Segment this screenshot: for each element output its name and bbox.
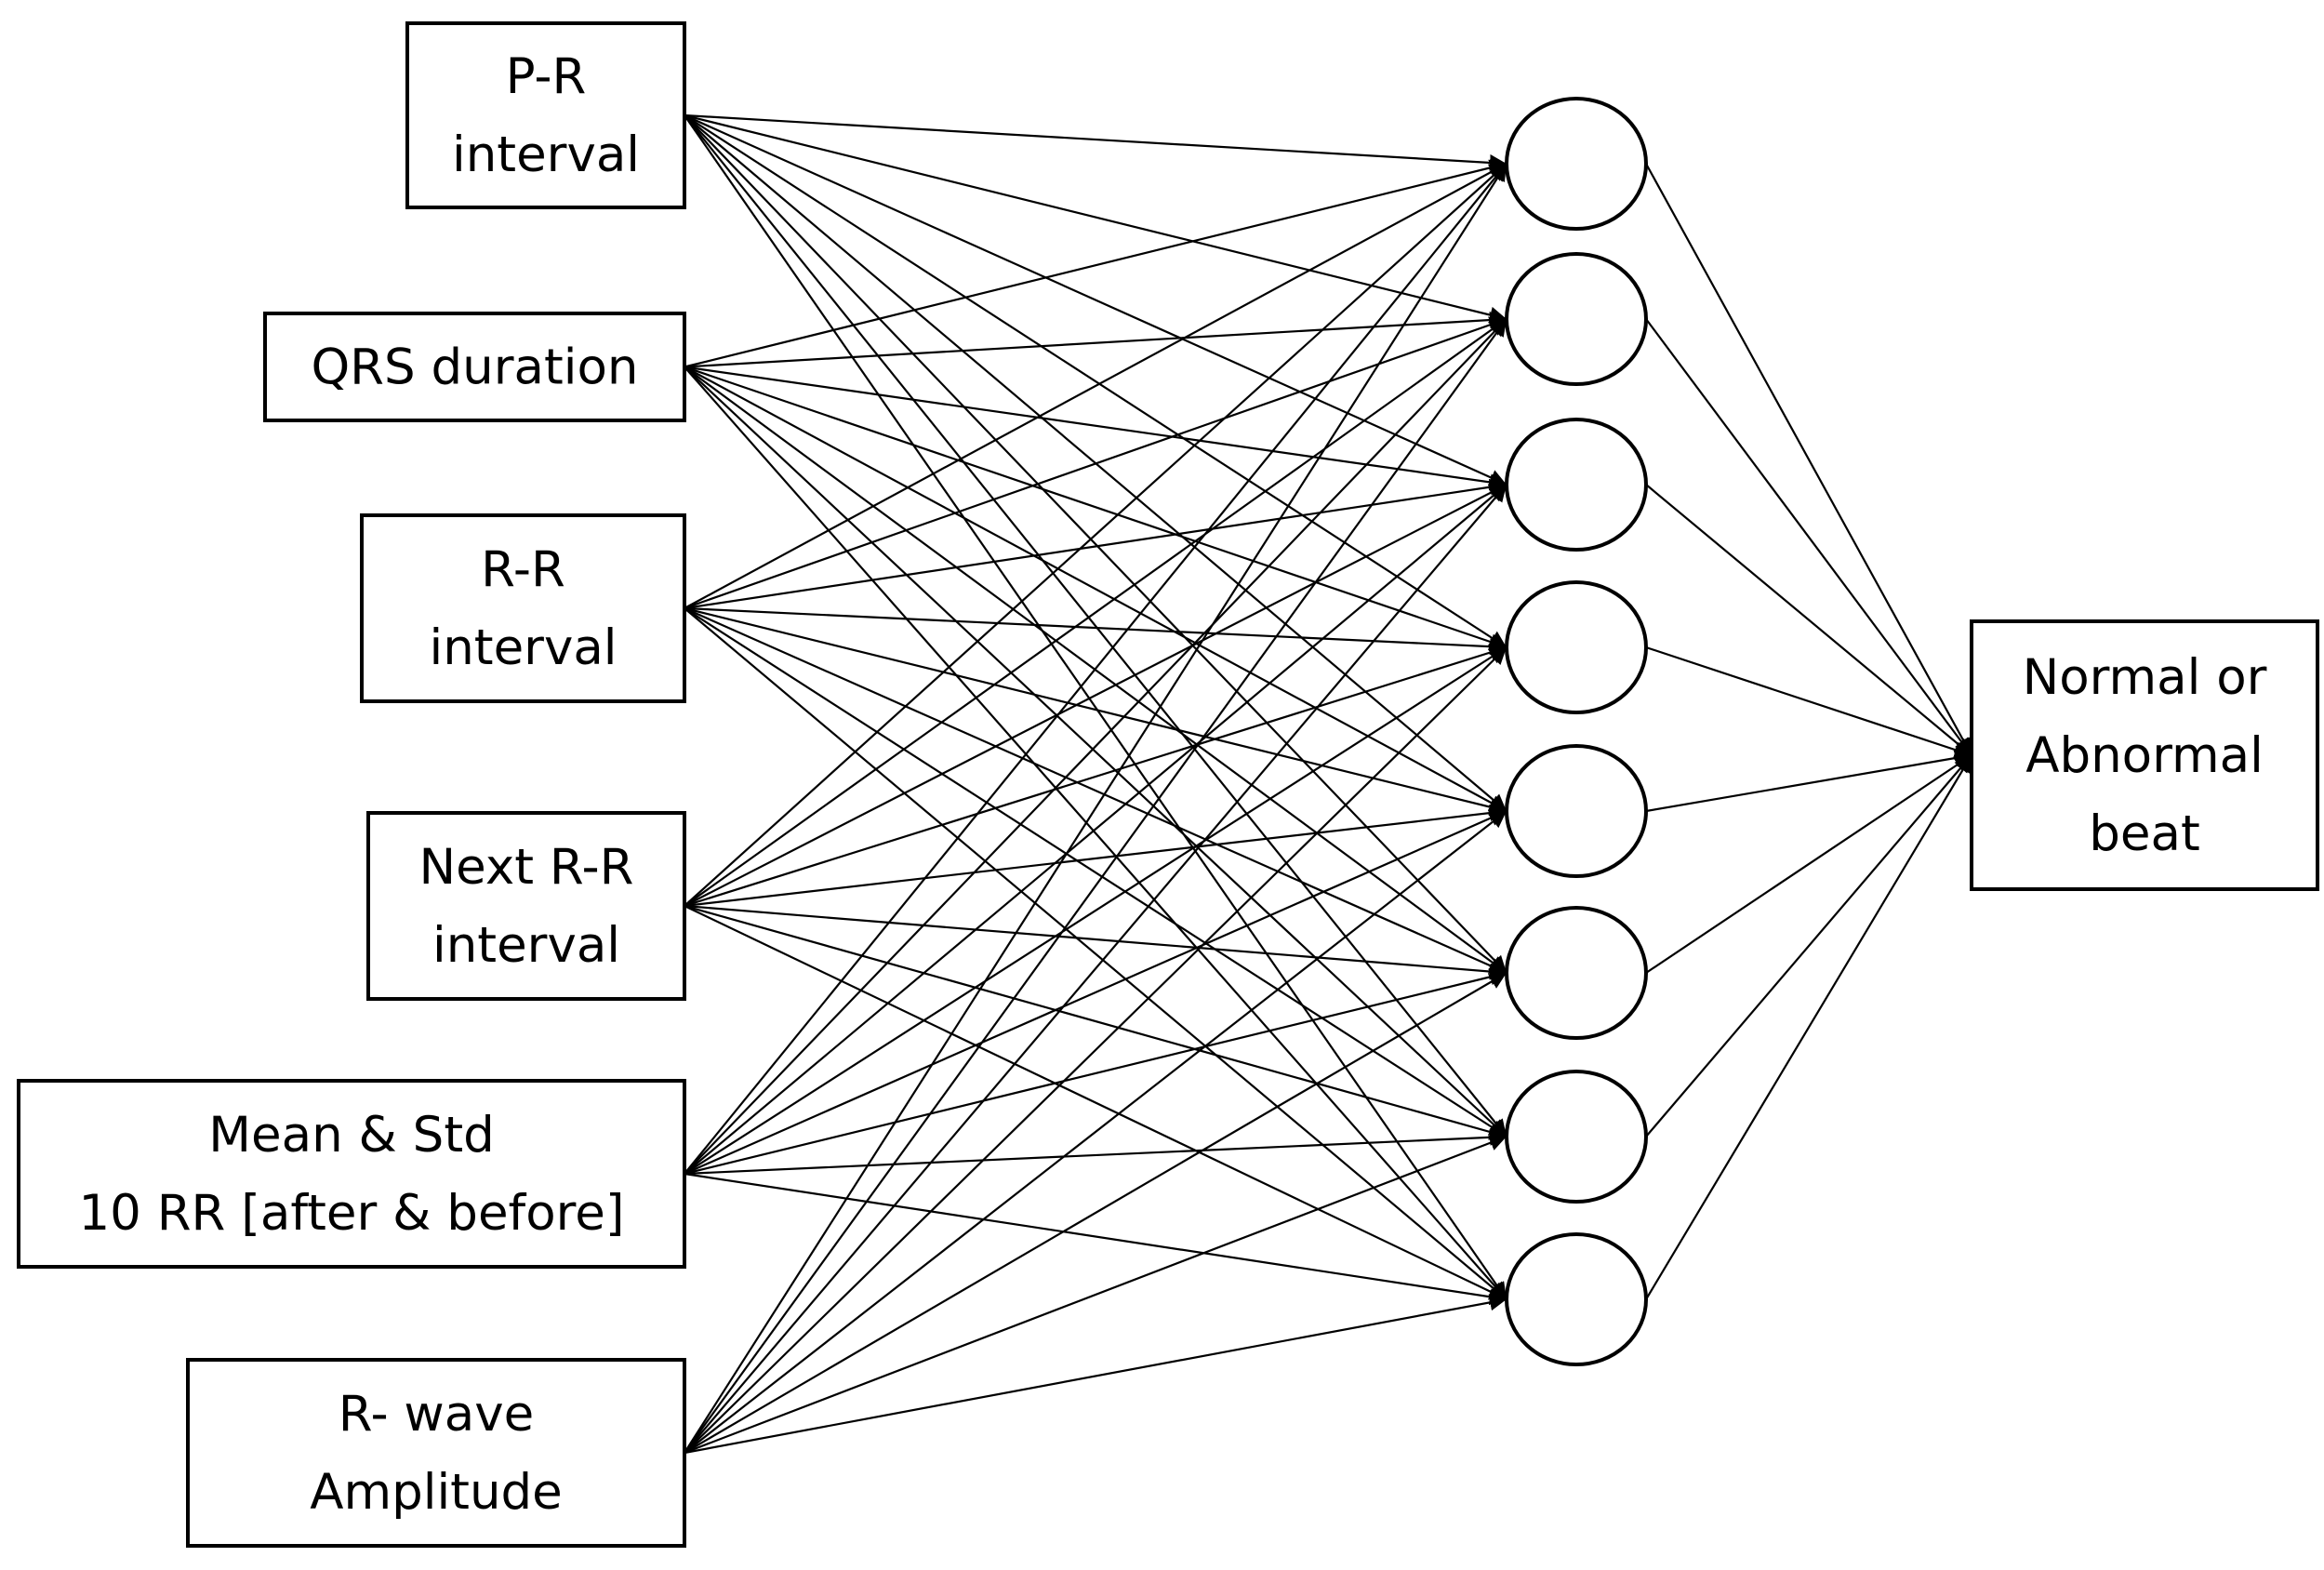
- edge-r-wave-amplitude-to-neuron-6: [684, 972, 1507, 1454]
- hidden-neuron-8: [1505, 1232, 1648, 1366]
- hidden-neuron-5: [1505, 744, 1648, 878]
- edge-neuron-3-to-output: [1645, 484, 1972, 756]
- output-box-normal-or-abnormal-beat-label-line-3: beat: [2089, 805, 2200, 862]
- edge-rr-interval-to-neuron-3: [684, 478, 1507, 610]
- edge-r-wave-amplitude-to-neuron-5: [684, 810, 1507, 1454]
- edge-pr-interval-to-neuron-8: [684, 114, 1507, 1300]
- edge-r-wave-amplitude-to-neuron-2: [684, 318, 1507, 1454]
- input-box-next-rr-interval: Next R-R interval: [366, 811, 686, 1001]
- edge-mean-std-10rr-to-neuron-7: [684, 1128, 1507, 1176]
- edge-neuron-6-to-output: [1645, 754, 1972, 974]
- edge-neuron-4-to-output: [1645, 645, 1972, 758]
- edge-rr-interval-to-neuron-1: [684, 163, 1507, 609]
- input-box-mean-std-10rr: Mean & Std 10 RR [after & before]: [17, 1079, 686, 1269]
- input-box-rr-interval: R-R interval: [360, 513, 686, 703]
- edge-rr-interval-to-neuron-2: [684, 316, 1507, 610]
- output-box-normal-or-abnormal-beat: Normal or Abnormal beat: [1970, 619, 2319, 891]
- input-box-qrs-duration: QRS duration: [263, 312, 686, 422]
- input-box-rr-interval-label-line-1: R-R: [481, 541, 565, 598]
- input-box-next-rr-interval-label-line-1: Next R-R: [419, 839, 634, 896]
- edge-neuron-7-to-output: [1645, 754, 1972, 1138]
- input-box-pr-interval-label-line-2: interval: [452, 126, 640, 183]
- edge-next-rr-interval-to-neuron-4: [684, 644, 1507, 908]
- edge-next-rr-interval-to-neuron-5: [684, 805, 1507, 908]
- edge-rr-interval-to-neuron-8: [684, 607, 1507, 1300]
- input-box-rr-interval-border: [360, 513, 686, 703]
- output-box-normal-or-abnormal-beat-border: [1970, 619, 2319, 891]
- input-box-qrs-duration-border: [263, 312, 686, 422]
- input-box-pr-interval: P-R interval: [405, 21, 686, 209]
- input-box-next-rr-interval-label-line-2: interval: [432, 917, 620, 974]
- edge-rr-interval-to-neuron-6: [684, 606, 1507, 975]
- edge-qrs-duration-to-neuron-8: [684, 366, 1507, 1300]
- input-box-mean-std-10rr-label-line-2: 10 RR [after & before]: [78, 1185, 624, 1242]
- edge-qrs-duration-to-neuron-2: [684, 312, 1507, 368]
- edge-mean-std-10rr-to-neuron-4: [684, 646, 1507, 1175]
- input-box-mean-std-10rr-label-line-1: Mean & Std: [208, 1107, 495, 1164]
- edge-r-wave-amplitude-to-neuron-8: [684, 1294, 1507, 1455]
- edge-mean-std-10rr-to-neuron-8: [684, 1172, 1507, 1306]
- connections-layer: [684, 113, 1972, 1455]
- hidden-neuron-6: [1505, 906, 1648, 1040]
- hidden-neuron-7: [1505, 1070, 1648, 1204]
- edge-rr-interval-to-neuron-4: [684, 606, 1507, 656]
- edge-neuron-8-to-output: [1645, 754, 1972, 1300]
- edge-mean-std-10rr-to-neuron-3: [684, 484, 1507, 1175]
- edge-neuron-1-to-output: [1645, 163, 1972, 756]
- hidden-neuron-3: [1505, 418, 1648, 552]
- edge-mean-std-10rr-to-neuron-2: [684, 318, 1507, 1175]
- edge-rr-interval-to-neuron-5: [684, 606, 1507, 816]
- edge-pr-interval-to-neuron-2: [684, 113, 1507, 324]
- edge-qrs-duration-to-neuron-3: [684, 366, 1507, 491]
- edge-next-rr-interval-to-neuron-7: [684, 904, 1507, 1140]
- edge-pr-interval-to-neuron-7: [684, 114, 1507, 1138]
- edge-qrs-duration-to-neuron-5: [684, 366, 1507, 812]
- input-box-rr-interval-label-line-2: interval: [429, 619, 617, 676]
- edge-qrs-duration-to-neuron-7: [684, 366, 1507, 1138]
- hidden-neuron-4: [1505, 580, 1648, 714]
- input-box-pr-interval-label-line-1: P-R: [506, 48, 587, 105]
- hidden-neuron-2: [1505, 252, 1648, 386]
- output-box-normal-or-abnormal-beat-label-line-1: Normal or: [2023, 649, 2267, 706]
- edge-r-wave-amplitude-to-neuron-7: [684, 1135, 1507, 1455]
- input-box-r-wave-amplitude-label-line-2: Amplitude: [310, 1464, 563, 1521]
- edge-next-rr-interval-to-neuron-6: [684, 904, 1507, 980]
- edge-mean-std-10rr-to-neuron-1: [684, 163, 1507, 1175]
- edge-r-wave-amplitude-to-neuron-1: [684, 163, 1507, 1454]
- edge-mean-std-10rr-to-neuron-6: [684, 968, 1507, 1176]
- input-box-pr-interval-border: [405, 21, 686, 209]
- input-box-r-wave-amplitude-border: [186, 1358, 686, 1548]
- edge-next-rr-interval-to-neuron-2: [684, 318, 1507, 907]
- edge-pr-interval-to-neuron-1: [684, 113, 1507, 171]
- hidden-neuron-1: [1505, 97, 1648, 231]
- edge-rr-interval-to-neuron-7: [684, 607, 1507, 1138]
- edge-mean-std-10rr-to-neuron-5: [684, 809, 1507, 1176]
- edge-next-rr-interval-to-neuron-1: [684, 163, 1507, 907]
- edge-next-rr-interval-to-neuron-8: [684, 905, 1507, 1300]
- input-box-qrs-duration-label-line-1: QRS duration: [311, 339, 638, 396]
- edge-pr-interval-to-neuron-3: [684, 113, 1507, 486]
- edge-r-wave-amplitude-to-neuron-4: [684, 646, 1507, 1454]
- edge-pr-interval-to-neuron-6: [684, 114, 1507, 974]
- edge-neuron-2-to-output: [1645, 318, 1972, 756]
- edge-r-wave-amplitude-to-neuron-3: [684, 484, 1507, 1454]
- edge-pr-interval-to-neuron-4: [684, 114, 1507, 648]
- edge-neuron-5-to-output: [1645, 750, 1972, 813]
- input-box-mean-std-10rr-border: [17, 1079, 686, 1269]
- input-box-r-wave-amplitude-label-line-1: R- wave: [339, 1386, 534, 1443]
- edge-qrs-duration-to-neuron-1: [684, 159, 1507, 368]
- edge-next-rr-interval-to-neuron-3: [684, 484, 1507, 907]
- input-box-next-rr-interval-border: [366, 811, 686, 1001]
- output-box-normal-or-abnormal-beat-label-line-2: Abnormal: [2025, 727, 2264, 784]
